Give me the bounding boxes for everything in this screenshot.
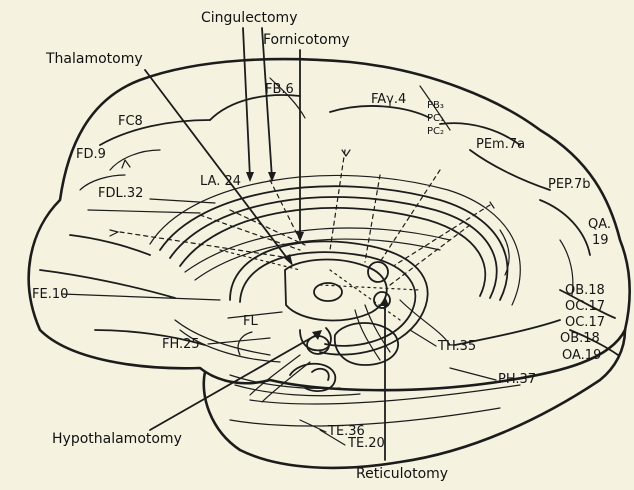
area-label-ob18-upper: OB.18 — [565, 283, 605, 298]
area-label-fb6: FB.6 — [265, 82, 294, 97]
area-label-oc17-upper: OC.17 — [565, 299, 605, 314]
area-label-fd9: FD.9 — [76, 147, 106, 162]
limbic-tracts — [150, 175, 520, 402]
area-label-pem7a: PEm.7a — [476, 137, 525, 152]
label-reticulotomy: Reticulotomy — [356, 466, 448, 482]
area-label-qa: QA. — [588, 217, 611, 232]
label-hypothalamotomy: Hypothalamotomy — [52, 431, 182, 447]
area-label-pep7b: PEP.7b — [548, 177, 591, 192]
area-label-fh25: FH.25 — [162, 337, 200, 352]
label-thalamotomy: Thalamotomy — [45, 51, 143, 67]
area-label-pc1: PC₁ — [427, 113, 444, 124]
area-label-fc8: FC8 — [118, 114, 143, 129]
area-label-oc17-lower: OC.17 — [565, 315, 605, 330]
area-label-pb3: PB₃ — [427, 100, 444, 111]
area-label-fdl32: FDL.32 — [98, 186, 143, 201]
area-label-ph37: PH.37 — [498, 372, 536, 387]
area-label-te20: TE.20 — [347, 436, 385, 451]
area-label-fa4: FAγ.4 — [371, 92, 406, 107]
area-label-th35: TH.35 — [437, 339, 476, 354]
area-label-pc2: PC₂ — [427, 126, 444, 137]
area-label-oa19: OA.19 — [562, 348, 601, 363]
area-label-la24: LA. 24 — [200, 174, 241, 189]
area-label-qa19: 19 — [592, 233, 609, 248]
label-fornicotomy: Fornicotomy — [263, 32, 350, 48]
label-cingulectomy: Cingulectomy — [201, 10, 297, 26]
area-label-ob18-lower: OB.18 — [560, 331, 600, 346]
